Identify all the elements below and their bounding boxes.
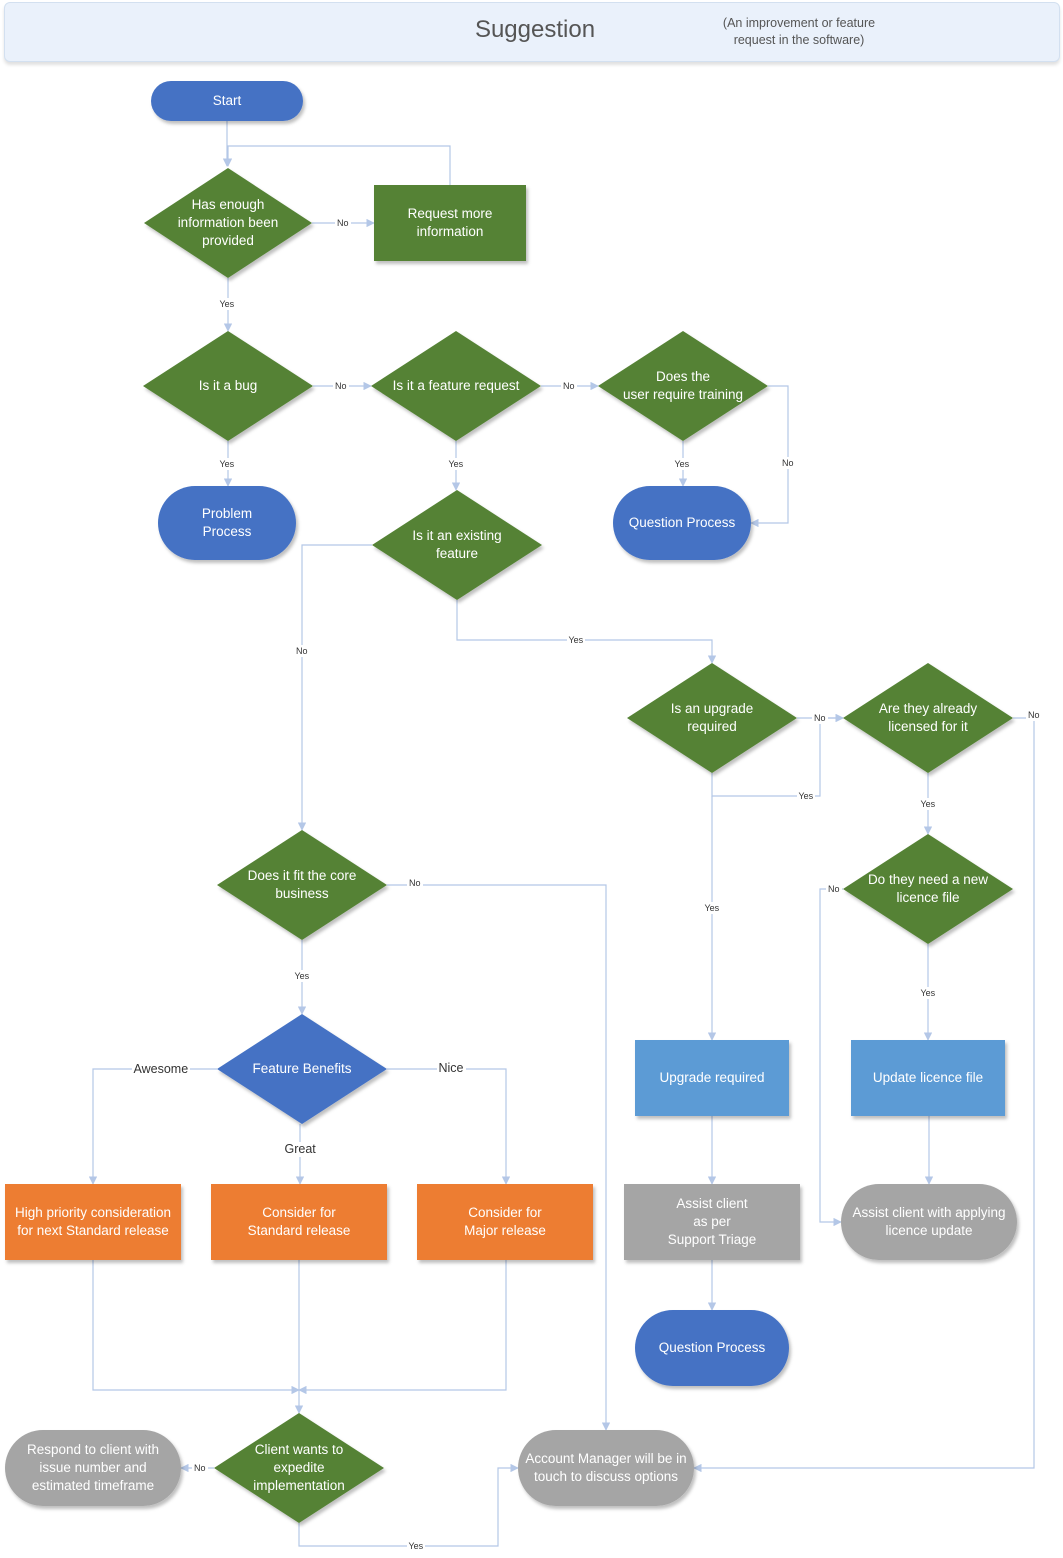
- node-consider-major: [417, 1184, 593, 1260]
- edge-label-core-no: No: [407, 877, 423, 889]
- edge-label-newfile-yes: Yes: [918, 987, 938, 999]
- connector: [88, 1068, 217, 1185]
- node-fit-core-business: [217, 830, 387, 940]
- node-is-feature-request: [371, 331, 541, 441]
- node-new-licence-file: [843, 834, 1013, 944]
- page-subtitle-line: (An improvement or feature: [722, 16, 876, 30]
- edge-label-benefit-great: Great: [282, 1141, 318, 1157]
- node-consider-standard: [211, 1184, 387, 1260]
- edge-label-licensed-no: No: [1026, 709, 1042, 721]
- connector: [92, 1260, 300, 1395]
- node-respond-client: [5, 1430, 181, 1506]
- connector: [819, 888, 843, 1227]
- node-assist-triage: [624, 1184, 800, 1260]
- connector: [298, 1260, 507, 1395]
- edge-label-info-yes: Yes: [217, 298, 237, 310]
- connector: [750, 385, 789, 528]
- connector: [297, 544, 372, 831]
- edge-label-bug-no: No: [333, 380, 349, 392]
- edge-label-upgrade-yes: Yes: [702, 902, 722, 914]
- connector: [223, 145, 451, 185]
- node-existing-feature: [372, 490, 542, 600]
- node-already-licensed: [843, 663, 1013, 773]
- node-user-training: [598, 331, 768, 441]
- page-title: Suggestion: [474, 16, 596, 43]
- connector: [387, 884, 611, 1431]
- node-request-more-info: [374, 185, 526, 261]
- node-account-manager: [518, 1430, 694, 1506]
- edge-label-expedite-no: No: [192, 1462, 208, 1474]
- edge-label-benefit-awesome: Awesome: [131, 1061, 191, 1077]
- connector: [298, 1463, 519, 1547]
- node-question-process-2: [635, 1310, 789, 1386]
- shapes: [5, 81, 1017, 1523]
- edge-label-upgrade-no: No: [812, 712, 828, 724]
- edge-label-training-yes: Yes: [672, 458, 692, 470]
- node-assist-licence: [841, 1184, 1017, 1260]
- edge-label-feature-no: No: [561, 380, 577, 392]
- node-has-enough-info: [144, 168, 312, 278]
- edge-label-bug-yes: Yes: [217, 458, 237, 470]
- node-feature-benefits: [217, 1014, 387, 1124]
- page-subtitle: (An improvement or feature request in th…: [689, 15, 909, 49]
- edge-label-benefit-nice: Nice: [436, 1060, 466, 1076]
- edge-label-training-no: No: [780, 457, 796, 469]
- node-upgrade-required: [635, 1040, 789, 1116]
- node-problem-process: [158, 486, 296, 560]
- header-banner: Suggestion (An improvement or feature re…: [4, 2, 1060, 62]
- edge-label-expedite-yes: Yes: [406, 1540, 426, 1552]
- connector: [711, 713, 844, 797]
- node-client-expedite: [214, 1413, 384, 1523]
- node-high-priority: [5, 1184, 181, 1260]
- edge-label-core-yes: Yes: [292, 970, 312, 982]
- edge-label-info-no: No: [335, 217, 351, 229]
- connectors: [88, 121, 1035, 1547]
- edge-label-existing-yes: Yes: [566, 634, 586, 646]
- connector: [387, 1068, 511, 1185]
- node-update-licence-file: [851, 1040, 1005, 1116]
- edge-label-upgrade-yes-loop: Yes: [796, 790, 816, 802]
- connector: [693, 717, 1035, 1473]
- node-start: [151, 81, 303, 121]
- page-subtitle-line: request in the software): [733, 33, 865, 47]
- edge-label-newfile-no: No: [826, 883, 842, 895]
- edge-label-feature-yes: Yes: [446, 458, 466, 470]
- edge-label-existing-no: No: [294, 645, 310, 657]
- node-upgrade-required-q: [627, 663, 797, 773]
- node-question-process-1: [613, 486, 751, 560]
- edge-label-licensed-yes: Yes: [918, 798, 938, 810]
- node-is-bug: [143, 331, 313, 441]
- connector: [456, 600, 717, 664]
